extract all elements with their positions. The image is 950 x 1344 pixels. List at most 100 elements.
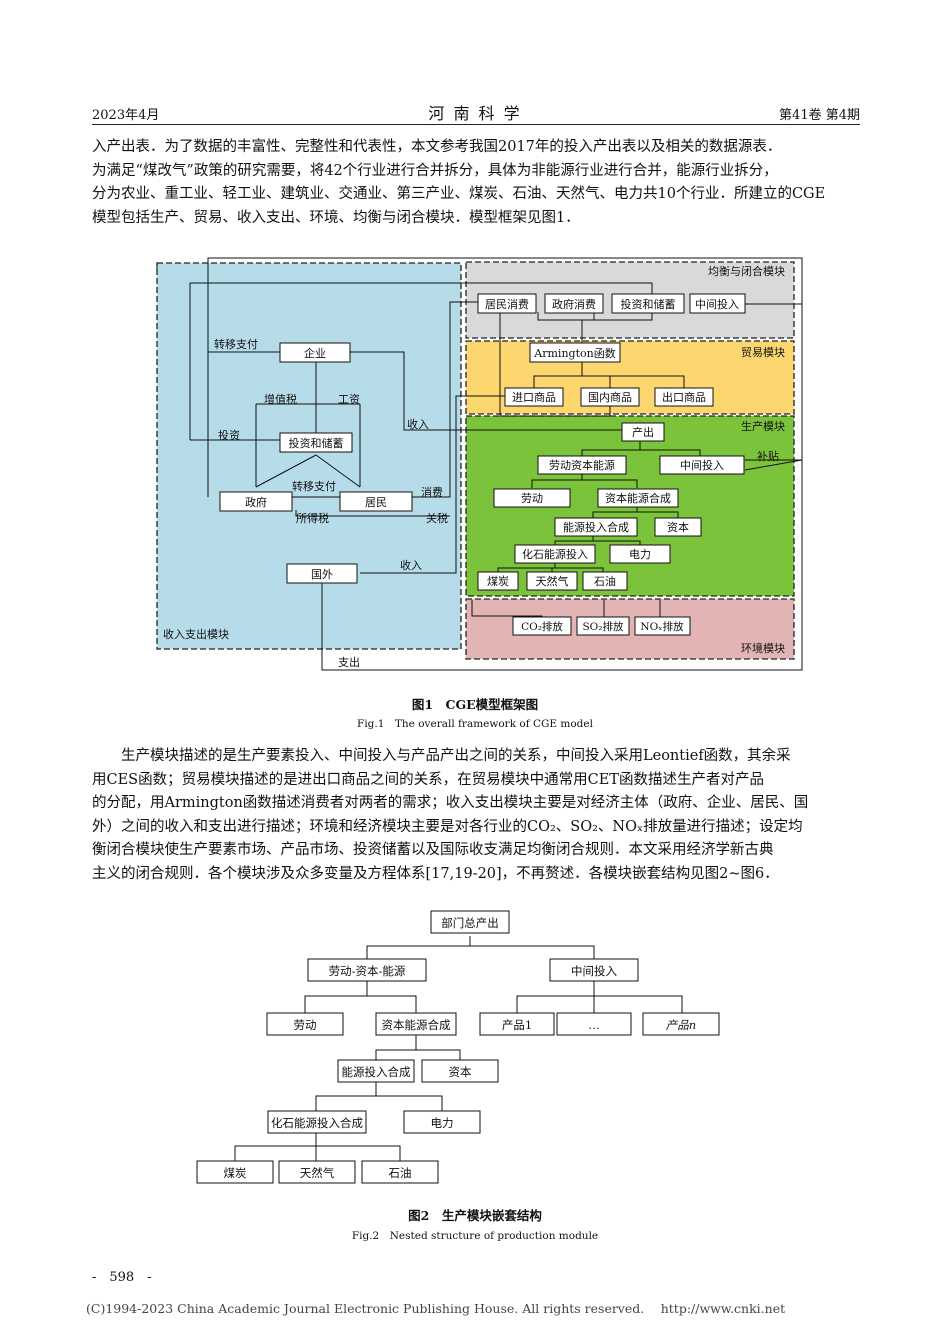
- journal-title: 河 南 科 学: [428, 104, 522, 123]
- environment-module-label: 环境模块: [741, 641, 785, 655]
- node-text: 资本: [667, 520, 689, 534]
- node-text: 能源投入合成: [563, 520, 629, 534]
- node-labor-capital-energy: [537, 455, 627, 475]
- figure-2-caption-en: Fig.2 Nested structure of production mod…: [351, 1230, 599, 1242]
- node-text: 天然气: [536, 574, 569, 588]
- income-module-area: [156, 262, 462, 650]
- header-rule: [92, 124, 860, 125]
- node-intermediate-input: [689, 293, 746, 314]
- edge-label: 消费: [421, 485, 443, 499]
- text-line: 外）之间的收入和支出进行描述；环境和经济模块主要是对各行业的CO₂、SO₂、NO…: [92, 818, 803, 835]
- node-text: 政府: [245, 495, 267, 509]
- node-energy-composite: [554, 517, 638, 537]
- income-module-label: 收入支出模块: [163, 627, 229, 641]
- edge-label: 投资: [218, 428, 240, 442]
- edge-label: 转移支付: [292, 479, 336, 493]
- text-line: 分为农业、重工业、轻工业、建筑业、交通业、第三产业、煤炭、石油、天然气、电力共1…: [92, 186, 826, 203]
- node-text: 劳动: [294, 1018, 317, 1032]
- node-text: 石油: [389, 1166, 412, 1180]
- edge-label: 收入: [400, 558, 422, 572]
- node-text: …: [588, 1018, 600, 1032]
- node-text: 资本能源合成: [605, 491, 671, 505]
- node-text: 投资和储蓄: [289, 436, 344, 450]
- edge-label: 支出: [338, 655, 360, 669]
- text-line: 为满足“煤改气”政策的研究需要，将42个行业进行合并拆分，具体为非能源行业进行合…: [92, 162, 778, 179]
- paragraph-2: 生产模块描述的是生产要素投入、中间投入与产品产出之间的关系，中间投入采用Leon…: [92, 745, 860, 887]
- node-armington: [529, 342, 621, 363]
- node-text: 出口商品: [662, 390, 706, 404]
- node-product-1: [479, 1012, 555, 1036]
- node-text: 化石能源投入合成: [271, 1116, 363, 1130]
- node-natural-gas: [278, 1160, 356, 1184]
- node-labor-capital-energy: [307, 958, 427, 982]
- copyright-notice: (C)1994-2023 China Academic Journal Elec…: [86, 1301, 786, 1316]
- node-total-output: [430, 910, 510, 934]
- cge-framework-figure: 收入支出模块 均衡与闭合模块 贸易模块 生产模块 环境模块: [156, 257, 803, 671]
- node-text: 资本能源合成: [382, 1018, 451, 1032]
- node-coal: [196, 1160, 274, 1184]
- node-text: 劳动-资本-能源: [329, 964, 406, 978]
- node-text: 石油: [594, 574, 616, 588]
- node-electricity: [403, 1110, 481, 1134]
- text-line: 主义的闭合规则．各个模块涉及众多变量及方程体系[17,19-20]，不再赘述．各…: [92, 865, 779, 882]
- node-text: 电力: [431, 1116, 454, 1130]
- node-import-goods: [504, 387, 564, 407]
- header-issue: 第41卷 第4期: [779, 108, 860, 123]
- node-fossil-energy-composite: [267, 1110, 367, 1134]
- node-energy-composite: [337, 1059, 415, 1083]
- node-text: 国外: [311, 568, 333, 581]
- text-line: 入产出表．为了数据的丰富性、完整性和代表性，本文参考我国2017年的投入产出表以…: [92, 139, 782, 155]
- text-line: 衡闭合模块使生产要素市场、产品市场、投资储蓄以及国际收支满足均衡闭合规则．本文采…: [92, 842, 774, 859]
- node-text: 产品n: [666, 1018, 696, 1032]
- node-resident-consumption: [477, 293, 537, 314]
- node-text: 产出: [632, 425, 654, 439]
- node-text: 部门总产出: [441, 916, 499, 930]
- node-intermediate-input: [549, 958, 639, 982]
- node-resident: [339, 491, 413, 512]
- node-investment-saving-2: [611, 293, 685, 314]
- node-text: 国内商品: [588, 390, 632, 404]
- edge-label: 转移支付: [214, 337, 258, 351]
- node-output: [621, 422, 665, 442]
- node-capital-energy: [375, 1012, 457, 1036]
- node-capital-energy: [597, 488, 679, 508]
- node-text: 居民: [365, 496, 387, 509]
- node-domestic-goods: [580, 387, 640, 407]
- node-text: 煤炭: [224, 1166, 247, 1180]
- node-text: 居民消费: [485, 297, 529, 311]
- trade-module-label: 贸易模块: [741, 346, 785, 359]
- figure-1-caption: 图1 CGE模型框架图: [411, 697, 539, 712]
- node-electricity: [609, 544, 671, 564]
- node-labor: [493, 488, 571, 508]
- node-natural-gas: [526, 571, 578, 591]
- node-text: 中间投入: [571, 964, 617, 978]
- node-capital: [421, 1059, 499, 1083]
- node-co2: [512, 616, 572, 636]
- node-labor: [266, 1012, 344, 1036]
- text-line: 的分配，用Armington函数描述消费者对两者的需求；收入支出模块主要是对经济…: [92, 795, 809, 812]
- node-export-goods: [654, 387, 714, 407]
- node-text: 中间投入: [680, 458, 724, 472]
- node-text: 进口商品: [512, 390, 556, 404]
- node-text: 资本: [449, 1065, 472, 1079]
- node-text: SO₂排放: [582, 620, 624, 633]
- node-nox: [634, 616, 691, 636]
- node-text: CO₂排放: [521, 620, 563, 633]
- edge-label: 所得税: [296, 511, 329, 525]
- node-text: 中间投入: [695, 297, 739, 311]
- node-text: 能源投入合成: [342, 1065, 411, 1079]
- header-date: 2023年4月: [92, 108, 160, 123]
- node-fossil-energy: [514, 544, 596, 564]
- edge-label: 关税: [426, 511, 448, 525]
- node-text: 煤炭: [487, 575, 509, 588]
- node-oil: [582, 571, 628, 591]
- text-line: 生产模块描述的是生产要素投入、中间投入与产品产出之间的关系，中间投入采用Leon…: [121, 748, 791, 764]
- node-capital: [654, 517, 702, 537]
- node-oil: [361, 1160, 439, 1184]
- node-text: 产品1: [502, 1018, 532, 1032]
- node-text: 企业: [304, 346, 326, 360]
- node-government: [219, 491, 293, 512]
- figure-1-caption-en: Fig.1 The overall framework of CGE model: [357, 718, 593, 730]
- edge-label: 增值税: [264, 392, 297, 406]
- edge-label: 工资: [338, 393, 360, 406]
